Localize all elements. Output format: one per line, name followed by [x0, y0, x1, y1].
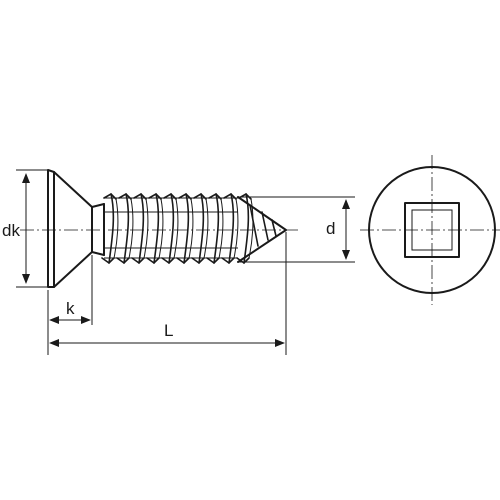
dimension-d: d: [238, 196, 355, 263]
countersunk-head: [47, 169, 105, 288]
dimension-label-k: k: [66, 299, 75, 318]
dimension-l: L: [49, 232, 287, 355]
dimension-label-l: L: [164, 321, 173, 340]
dimension-label-dk: dk: [2, 221, 20, 240]
dimension-label-d: d: [326, 219, 335, 238]
dimension-k: k: [47, 255, 93, 355]
head-end-view: [360, 155, 500, 305]
dimension-dk: dk: [2, 169, 48, 288]
threaded-shank: [101, 193, 287, 265]
